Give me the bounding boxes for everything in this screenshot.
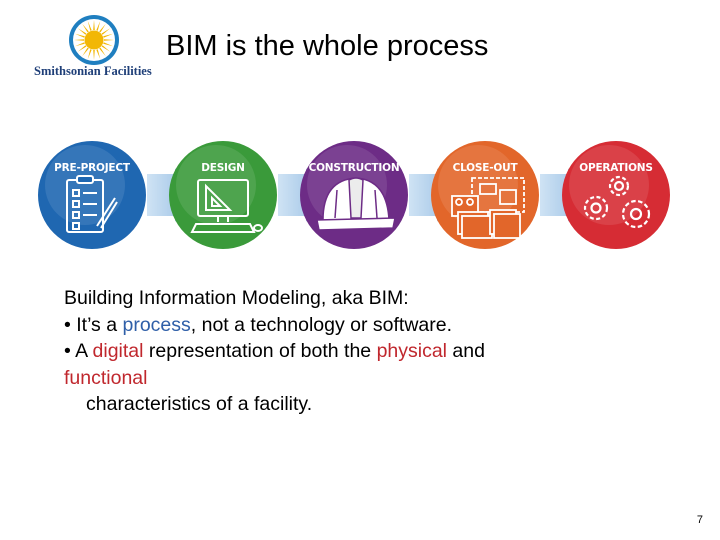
slide-title: BIM is the whole process	[166, 30, 489, 62]
text-fragment: representation of both the	[143, 340, 377, 362]
highlight-physical: physical	[376, 340, 448, 362]
body-text: Building Information Modeling, aka BIM: …	[64, 285, 624, 418]
stage-label: CLOSE-OUT	[452, 162, 518, 174]
checklist-icon	[66, 175, 118, 233]
stage-circle	[300, 141, 408, 249]
highlight-digital: digital	[92, 340, 144, 362]
sun-ray	[74, 39, 84, 41]
sun-ray	[101, 28, 111, 35]
stage-circle	[169, 141, 277, 249]
stage-design: DESIGN	[168, 140, 278, 250]
sun-ray	[103, 33, 113, 38]
text-fragment: A	[70, 340, 93, 362]
sun-ray	[82, 23, 89, 33]
computer-drafting-icon	[190, 179, 263, 233]
sun-ray	[75, 33, 85, 38]
files-and-plans-icon	[451, 177, 525, 239]
body-line-intro: Building Information Modeling, aka BIM:	[64, 287, 409, 309]
stage-label: CONSTRUCTION	[308, 162, 400, 174]
smithsonian-logo: Smithsonian Facilities	[34, 14, 154, 78]
stage-circle	[562, 141, 670, 249]
hard-hat-icon	[316, 177, 396, 231]
body-line-digital: • A digital representation of both the p…	[64, 338, 624, 365]
sun-ray	[104, 39, 114, 41]
gears-icon	[583, 175, 651, 229]
sun-ray	[77, 45, 87, 52]
highlight-process: process	[122, 313, 191, 336]
sun-ray	[75, 42, 85, 47]
bullet: •	[64, 340, 71, 362]
logo-text: Smithsonian Facilities	[34, 64, 152, 78]
stage-label: OPERATIONS	[579, 162, 653, 174]
sun-ray	[101, 45, 111, 52]
body-line-process: • It’s a process, not a technology or so…	[64, 312, 624, 339]
sun-ray	[96, 21, 101, 31]
sun-ray	[93, 50, 95, 60]
page-number: 7	[696, 514, 703, 526]
text-fragment: It’s a	[70, 313, 123, 336]
sun-ray	[103, 42, 113, 47]
body-line-characteristics: characteristics of a facility.	[86, 393, 313, 415]
stage-label: DESIGN	[201, 162, 245, 174]
text-fragment: , not a technology or software.	[190, 313, 453, 336]
stage-label: PRE-PROJECT	[54, 162, 130, 174]
sun-ray	[82, 47, 89, 57]
stage-pre-project: PRE-PROJECT	[37, 140, 147, 250]
sun-ray	[99, 23, 106, 33]
sun-ray	[96, 49, 101, 59]
stage-circle	[431, 141, 539, 249]
sun-ray	[87, 21, 92, 31]
stage-close-out: CLOSE-OUT	[430, 140, 540, 250]
sun-ray	[93, 20, 95, 30]
highlight-functional: functional	[64, 366, 148, 389]
stage-construction: CONSTRUCTION	[299, 140, 409, 250]
sun-ray	[99, 47, 106, 57]
stage-circle	[38, 141, 146, 249]
bullet: •	[64, 313, 71, 336]
sun-ray	[87, 49, 92, 59]
sun-ray	[77, 28, 87, 35]
bim-process-diagram: PRE-PROJECT DESIGN	[35, 140, 680, 280]
sun-icon	[69, 15, 119, 65]
text-fragment: and	[447, 340, 485, 362]
stage-operations: OPERATIONS	[561, 140, 671, 250]
